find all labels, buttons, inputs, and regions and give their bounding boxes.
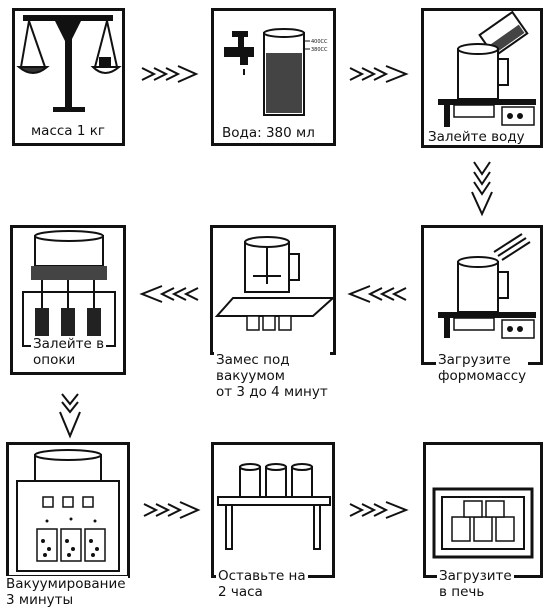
step-5-caption: Замес под вакуумом от 3 до 4 минут xyxy=(214,352,330,400)
step-9-caption-outer: Загрузите в печь xyxy=(437,568,514,600)
step-5-panel xyxy=(210,225,336,355)
mixer-pour-icon xyxy=(438,11,536,127)
step-8-caption: Оставьте на 2 часа xyxy=(216,568,308,600)
vacuum-mixer-icon xyxy=(214,236,333,331)
water-tap-cylinder-icon: 400CC 380CC xyxy=(224,28,328,116)
arrow-2-to-3 xyxy=(349,65,409,83)
balance-scale-icon xyxy=(16,15,122,112)
step-1-panel: масса 1 кг xyxy=(12,8,125,146)
arrow-8-to-9 xyxy=(349,501,409,519)
step-8-panel xyxy=(211,442,335,578)
scale-mark-400: 400CC xyxy=(311,39,328,45)
table-flasks-icon xyxy=(217,463,331,550)
scale-mark-380: 380CC xyxy=(311,47,328,53)
arrow-3-to-4 xyxy=(471,161,493,217)
step-1-caption: масса 1 кг xyxy=(29,123,107,139)
arrow-4-to-5 xyxy=(347,285,407,303)
arrow-1-to-2 xyxy=(141,65,199,83)
step-6-panel: Залейте в опоки xyxy=(10,225,126,375)
step-4-panel xyxy=(421,225,543,365)
step-4-caption: Загрузите формомассу xyxy=(436,352,529,384)
step-9-panel: Загрузите в печь xyxy=(423,442,543,578)
step-6-caption: Залейте в опоки xyxy=(31,336,107,368)
arrow-5-to-6 xyxy=(139,285,199,303)
step-3-caption: Залейте воду xyxy=(426,129,527,145)
arrow-7-to-8 xyxy=(143,501,201,519)
step-2-panel: 400CC 380CC Вода: 380 мл xyxy=(211,8,336,146)
furnace-icon xyxy=(432,487,534,559)
arrow-6-to-7 xyxy=(59,393,81,439)
step-3-panel: Залейте воду xyxy=(421,8,543,148)
vacuum-chamber-icon xyxy=(16,449,120,572)
mixer-load-powder-icon xyxy=(438,233,536,339)
step-2-caption: Вода: 380 мл xyxy=(220,125,317,141)
step-7-panel xyxy=(6,442,130,578)
step-7-caption: Вакуумирование 3 минуты xyxy=(4,576,128,608)
